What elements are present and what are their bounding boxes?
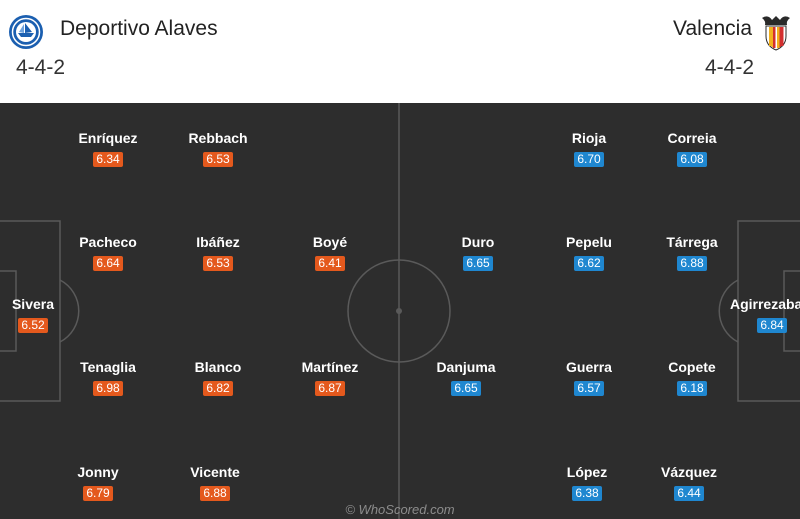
home-player[interactable]: Boyé 6.41 (275, 234, 385, 272)
home-player[interactable]: Ibáñez 6.53 (163, 234, 273, 272)
home-player[interactable]: Martínez 6.87 (275, 359, 385, 397)
away-player[interactable]: López 6.38 (532, 464, 642, 502)
player-rating-badge: 6.88 (677, 256, 707, 271)
away-player[interactable]: Duro 6.65 (423, 234, 533, 272)
player-rating-badge: 6.53 (203, 152, 233, 167)
player-rating-badge: 6.44 (674, 486, 704, 501)
player-name: Ibáñez (196, 234, 240, 250)
player-name: Rioja (571, 130, 607, 146)
player-rating-badge: 6.38 (572, 486, 602, 501)
player-rating-badge: 6.34 (93, 152, 123, 167)
player-rating-badge: 6.82 (203, 381, 233, 396)
home-player[interactable]: Blanco 6.82 (163, 359, 273, 397)
player-name: Vázquez (660, 464, 717, 480)
whoscored-watermark: © WhoScored.com (345, 502, 455, 517)
away-player[interactable]: Agirrezabala 6.84 (717, 296, 800, 334)
match-header: Deportivo Alaves 4-4-2 Valencia 4-4-2 (0, 0, 800, 103)
player-name: Martínez (301, 359, 359, 375)
away-player[interactable]: Pepelu 6.62 (534, 234, 644, 272)
player-rating-badge: 6.79 (83, 486, 113, 501)
player-rating-badge: 6.98 (93, 381, 123, 396)
player-rating-badge: 6.62 (574, 256, 604, 271)
player-rating-badge: 6.52 (18, 318, 48, 333)
player-name: Blanco (194, 359, 242, 375)
valencia-bat-crest-icon (762, 16, 790, 51)
player-name: Jonny (77, 464, 119, 480)
player-name: Rebbach (188, 130, 248, 146)
player-rating-badge: 6.65 (451, 381, 481, 396)
player-name: Danjuma (436, 359, 496, 375)
player-rating-badge: 6.84 (757, 318, 787, 333)
home-player[interactable]: Pacheco 6.64 (53, 234, 163, 272)
player-name: Duro (461, 234, 495, 250)
away-team-name: Valencia (673, 17, 752, 40)
away-player[interactable]: Rioja 6.70 (534, 130, 644, 168)
player-rating-badge: 6.41 (315, 256, 345, 271)
home-player[interactable]: Enríquez 6.34 (53, 130, 163, 168)
home-formation: 4-4-2 (16, 56, 66, 79)
home-player[interactable]: Tenaglia 6.98 (53, 359, 163, 397)
away-player[interactable]: Copete 6.18 (637, 359, 747, 397)
player-name: López (566, 464, 608, 480)
away-player[interactable]: Tárrega 6.88 (637, 234, 747, 272)
player-name: Agirrezabala (729, 296, 800, 312)
away-player[interactable]: Danjuma 6.65 (411, 359, 521, 397)
player-rating-badge: 6.08 (677, 152, 707, 167)
player-name: Enríquez (78, 130, 138, 146)
player-name: Guerra (566, 359, 612, 375)
player-name: Pepelu (566, 234, 612, 250)
player-name: Tárrega (666, 234, 718, 250)
home-team-name: Deportivo Alaves (60, 17, 218, 40)
player-rating-badge: 6.87 (315, 381, 345, 396)
player-rating-badge: 6.18 (677, 381, 707, 396)
away-player[interactable]: Guerra 6.57 (534, 359, 644, 397)
player-rating-badge: 6.57 (574, 381, 604, 396)
player-rating-badge: 6.70 (574, 152, 604, 167)
home-player[interactable]: Jonny 6.79 (43, 464, 153, 502)
away-player[interactable]: Correia 6.08 (637, 130, 747, 168)
player-rating-badge: 6.53 (203, 256, 233, 271)
away-formation: 4-4-2 (704, 56, 754, 79)
player-rating-badge: 6.88 (200, 486, 230, 501)
player-name: Boyé (312, 234, 348, 250)
player-name: Tenaglia (80, 359, 136, 375)
player-name: Sivera (11, 296, 55, 312)
player-rating-badge: 6.64 (93, 256, 123, 271)
player-name: Pacheco (79, 234, 137, 250)
player-name: Copete (668, 359, 716, 375)
player-name: Correia (667, 130, 717, 146)
pitch-markings (0, 103, 800, 519)
home-player[interactable]: Sivera 6.52 (0, 296, 88, 334)
player-name: Vicente (190, 464, 240, 480)
player-rating-badge: 6.65 (463, 256, 493, 271)
home-player[interactable]: Vicente 6.88 (160, 464, 270, 502)
home-player[interactable]: Rebbach 6.53 (163, 130, 273, 168)
deportivo-alaves-crest-icon (9, 15, 43, 49)
away-player[interactable]: Vázquez 6.44 (634, 464, 744, 502)
